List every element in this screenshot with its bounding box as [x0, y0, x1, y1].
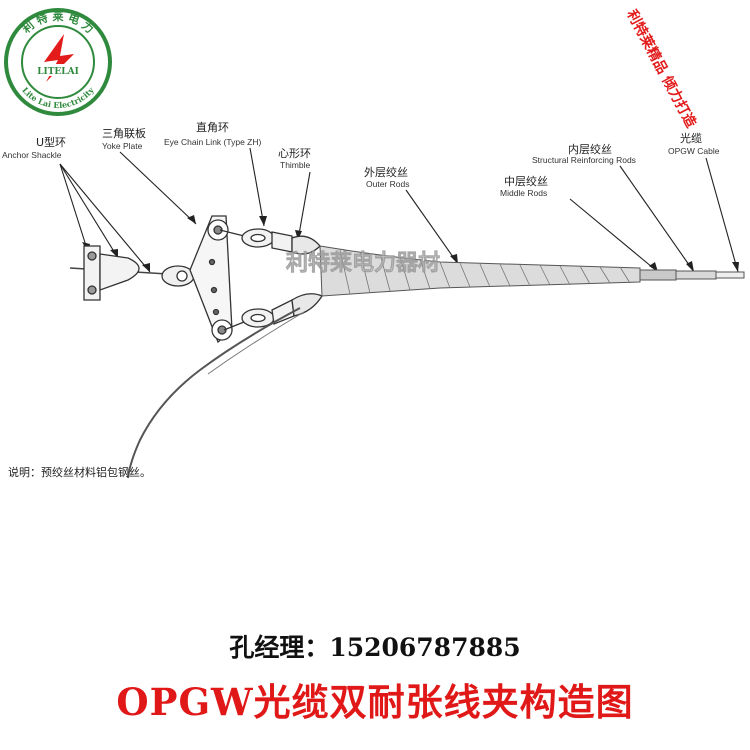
yoke-plate-cn: 三角联板: [102, 126, 146, 140]
drop-cable-strand: [207, 311, 305, 375]
label-anchor-shackle: U型环 Anchor Shackle: [2, 135, 66, 160]
structural-rods: [675, 270, 717, 280]
leader-lines: [59, 147, 739, 273]
outer-rods-en: Outer Rods: [366, 179, 409, 189]
label-thimble: 心形环 Thimble: [278, 147, 311, 170]
rod-hatching: [339, 249, 631, 295]
label-opgw-cable: 光缆 OPGW Cable: [668, 131, 720, 156]
middle-rods-cn: 中层绞丝: [504, 174, 548, 188]
logo-badge: LITELAI: [37, 67, 79, 77]
opgw-cable-cn: 光缆: [680, 131, 702, 145]
outer-rods-cn: 外层绞丝: [364, 165, 408, 179]
structural-rods-en: Structural Reinforcing Rods: [532, 155, 636, 165]
yoke-plate-en: Yoke Plate: [102, 141, 143, 151]
anchor-shackle-cn: U型环: [36, 135, 66, 149]
watermark: 利特莱电力器材: [286, 250, 440, 276]
lightning-icon: [44, 34, 74, 82]
center-link: [161, 265, 195, 287]
thimble-lower: [291, 293, 323, 317]
middle-rods-en: Middle Rods: [500, 188, 547, 198]
company-logo: 利 特 莱 电 力 Lite Lai Electricity LITELAI: [4, 8, 112, 116]
anchor-shackle-en: Anchor Shackle: [2, 150, 62, 160]
material-note: 说明：预绞丝材料铝包钢丝。: [8, 465, 151, 479]
svg-text:利 特 莱 电 力: 利 特 莱 电 力: [19, 9, 96, 36]
logo-ring-text: 利 特 莱 电 力: [19, 9, 96, 36]
contact-line: 孔经理：15206787885: [229, 633, 521, 662]
label-eye-chain-link: 直角环 Eye Chain Link (Type ZH): [164, 120, 261, 147]
opgw-cable-en: OPGW Cable: [668, 146, 720, 156]
eye-chain-link-cn: 直角环: [196, 120, 229, 134]
drop-cable: [127, 307, 301, 479]
label-yoke-plate: 三角联板 Yoke Plate: [102, 126, 146, 151]
outer-rods: [319, 245, 641, 297]
thimble-en: Thimble: [280, 160, 311, 170]
label-outer-rods: 外层绞丝 Outer Rods: [364, 165, 409, 189]
eye-chain-link-en: Eye Chain Link (Type ZH): [164, 137, 261, 147]
opgw-cable: [715, 271, 745, 279]
structural-rods-cn: 内层绞丝: [568, 142, 612, 156]
label-structural-rods: 内层绞丝 Structural Reinforcing Rods: [532, 142, 636, 165]
page-title: OPGW光缆双耐张线夹构造图: [116, 680, 634, 724]
label-middle-rods: 中层绞丝 Middle Rods: [500, 174, 548, 198]
eye-chain-link-upper: [219, 228, 293, 253]
thimble-cn: 心形环: [278, 147, 311, 160]
yoke-plate: [189, 215, 233, 344]
eye-chain-link-lower: [223, 299, 295, 331]
middle-rods: [639, 269, 677, 281]
